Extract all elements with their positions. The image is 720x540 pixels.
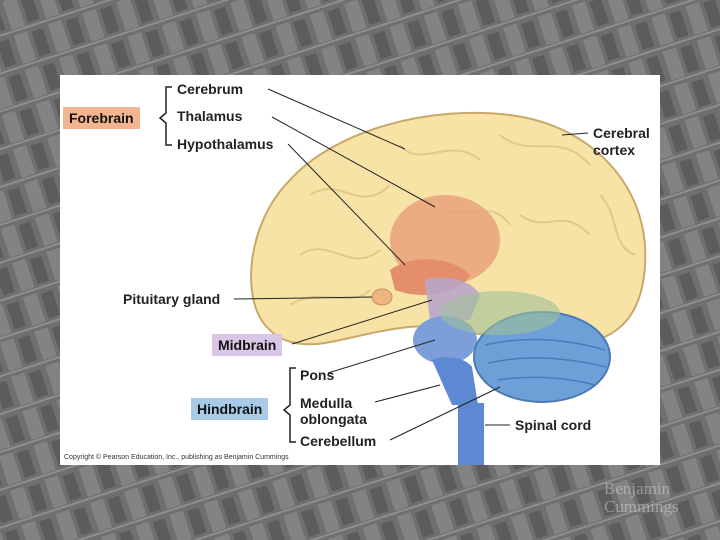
publisher-watermark: Benjamin Cummings [604, 480, 679, 516]
forebrain-label-box: Forebrain [63, 107, 140, 129]
label-thalamus: Thalamus [177, 108, 243, 124]
label-cerebellum: Cerebellum [300, 433, 377, 449]
label-pons: Pons [300, 367, 335, 383]
watermark-line2: Cummings [604, 497, 679, 516]
hindbrain-brace [282, 367, 296, 443]
forebrain-brace [158, 86, 172, 146]
spinal-cord-shape [458, 403, 484, 465]
hindbrain-label-box: Hindbrain [191, 398, 269, 420]
label-medulla-line1: Medulla [300, 395, 353, 411]
label-hypothalamus: Hypothalamus [177, 136, 274, 152]
copyright-notice: Copyright © Pearson Education, Inc., pub… [64, 454, 289, 461]
label-cerebral-cortex-line1: Cerebral [593, 125, 650, 141]
label-cerebral-cortex-line2: cortex [593, 142, 636, 158]
leader-lines [233, 88, 589, 441]
brain-diagram-panel: Forebrain Midbrain Hindbrain Cerebrum Th… [60, 75, 660, 465]
brain-illustration [158, 86, 647, 465]
midbrain-label-box: Midbrain [212, 334, 283, 356]
pituitary-shape [371, 288, 393, 306]
label-pituitary-gland: Pituitary gland [123, 291, 221, 307]
watermark-line1: Benjamin [604, 479, 671, 498]
label-medulla-line2: oblongata [300, 411, 367, 427]
label-spinal-cord: Spinal cord [515, 417, 592, 433]
medulla-shape [432, 357, 478, 405]
label-cerebrum: Cerebrum [177, 81, 244, 97]
